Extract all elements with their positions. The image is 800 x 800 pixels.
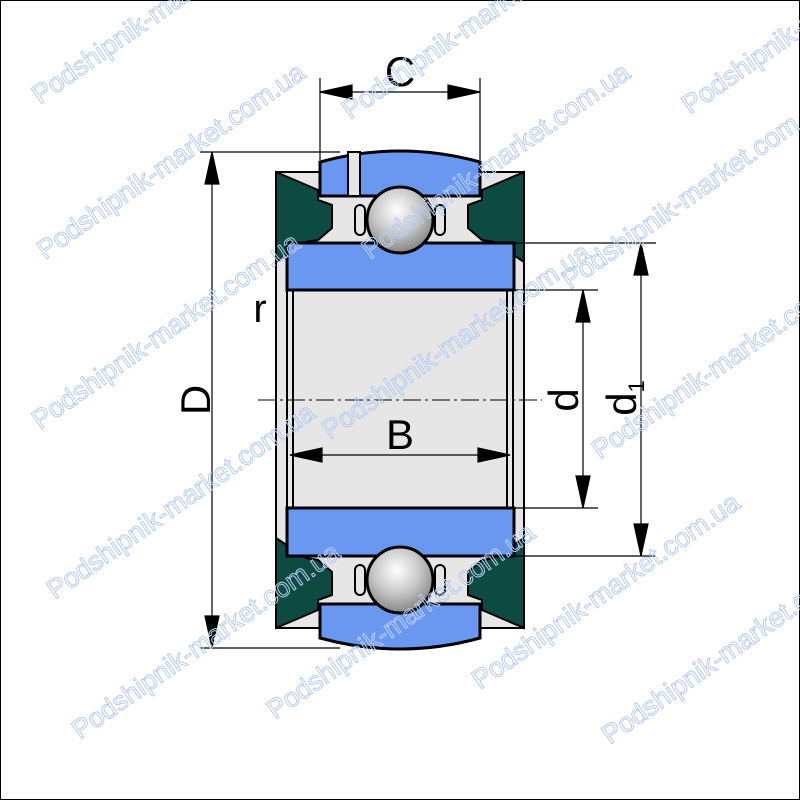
- outer-ring-slot: [347, 151, 361, 197]
- ball-top: [365, 185, 435, 255]
- cage: [354, 204, 446, 596]
- label-d1-sub: 1: [624, 380, 649, 392]
- watermark: Podshipnik-market.com.ua: [586, 256, 800, 464]
- label-r: r: [253, 287, 266, 331]
- ball-bottom: [365, 545, 435, 615]
- dimension-lines: [200, 78, 656, 649]
- watermark: Podshipnik-market.com.ua: [556, 86, 800, 294]
- label-d1: d1: [598, 380, 649, 416]
- outer-ring-bottom: [318, 602, 482, 651]
- label-d: d: [540, 388, 587, 411]
- watermark: Podshipnik-market.com.ua: [676, 0, 800, 120]
- label-C: C: [385, 48, 415, 95]
- label-B: B: [386, 411, 414, 458]
- label-D: D: [172, 385, 219, 415]
- bore: [286, 289, 514, 509]
- label-d1-main: d: [598, 392, 645, 415]
